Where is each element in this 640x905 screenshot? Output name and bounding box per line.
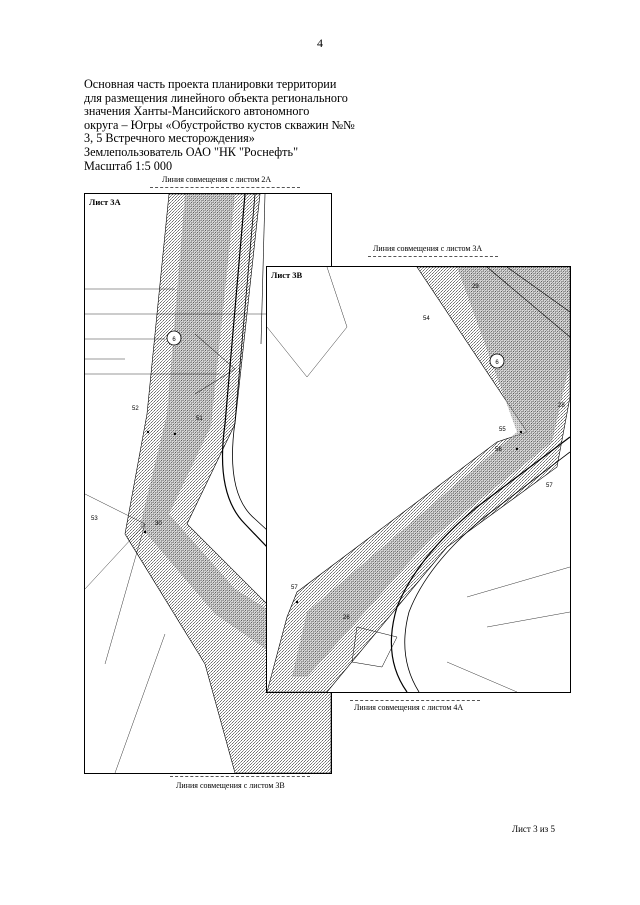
sheet-3a-title: Лист 3А — [89, 197, 121, 207]
match-line-bottom-3a — [170, 776, 310, 777]
match-line-caption-bottom-3a: Линия совмещения с листом 3В — [176, 781, 285, 790]
road-line — [390, 436, 570, 692]
map-sheet-3b: Лист 3В 6 29 54 28 55 56 57 — [266, 266, 571, 693]
match-line-top-3b — [368, 256, 498, 257]
point-label: 51 — [196, 416, 203, 422]
sheet-3b-marker-label: 6 — [495, 360, 499, 366]
point-label: 53 — [91, 516, 98, 522]
heading-line: для размещения линейного объекта региона… — [84, 90, 348, 105]
match-line-caption-top-3b: Линия совмещения с листом 3А — [373, 244, 483, 253]
heading-line: Землепользователь ОАО "НК "Роснефть" — [84, 144, 299, 159]
parcel-boundary — [446, 566, 570, 692]
parcel-boundary — [267, 267, 348, 378]
point-label: 29 — [472, 284, 479, 290]
point-label: 28 — [558, 403, 565, 409]
point-label: 30 — [155, 521, 162, 527]
road-line — [232, 194, 331, 590]
match-line-caption-bottom-3b: Линия совмещения с листом 4А — [354, 703, 464, 712]
point-label: 26 — [343, 615, 350, 621]
document-heading: Основная часть проекта планировки террит… — [84, 77, 355, 173]
heading-line: Основная часть проекта планировки террит… — [84, 77, 337, 91]
point-label: 54 — [423, 316, 430, 322]
road-line — [486, 267, 570, 338]
survey-point — [295, 600, 299, 604]
page-number: 4 — [317, 36, 323, 50]
match-line-caption-top-3a: Линия совмещения с листом 2А — [162, 175, 272, 184]
sheet-3b-marker — [489, 353, 505, 369]
heading-line: значения Ханты-Мансийского автономного — [84, 104, 310, 119]
survey-point — [515, 447, 519, 451]
sheet-3a-marker-label: 6 — [172, 337, 176, 343]
survey-point — [173, 432, 177, 436]
corridor-core — [140, 194, 331, 694]
point-label: 57 — [546, 483, 553, 489]
map-sheet-3b-drawing: 6 29 54 28 55 56 57 57 26 — [267, 267, 570, 692]
corridor-core — [292, 267, 570, 677]
heading-line: округа – Югры «Обустройство кустов скваж… — [84, 117, 355, 132]
road-line — [260, 194, 266, 345]
point-label: 52 — [132, 406, 139, 412]
heading-line: 3, 5 Встречного месторождения» — [84, 131, 255, 146]
survey-point — [519, 430, 523, 434]
parcel-boundary — [351, 626, 398, 668]
parcel-boundary — [194, 333, 236, 395]
sheet-3b-title: Лист 3В — [271, 270, 303, 280]
point-label: 56 — [495, 447, 502, 453]
point-label: 57 — [291, 585, 298, 591]
parcel-boundary — [85, 493, 166, 773]
heading-line: Масштаб 1:5 000 — [84, 158, 173, 173]
match-line-bottom-3b — [350, 700, 480, 701]
sheet-count: Лист 3 из 5 — [512, 824, 555, 834]
road-line — [404, 451, 570, 692]
match-line-top-3a — [150, 187, 300, 188]
parcel-boundary — [85, 288, 331, 375]
sheet-3a-marker — [166, 330, 182, 346]
road-line — [221, 194, 331, 615]
point-label: 55 — [499, 427, 506, 433]
survey-point — [146, 430, 150, 434]
survey-point — [143, 530, 147, 534]
